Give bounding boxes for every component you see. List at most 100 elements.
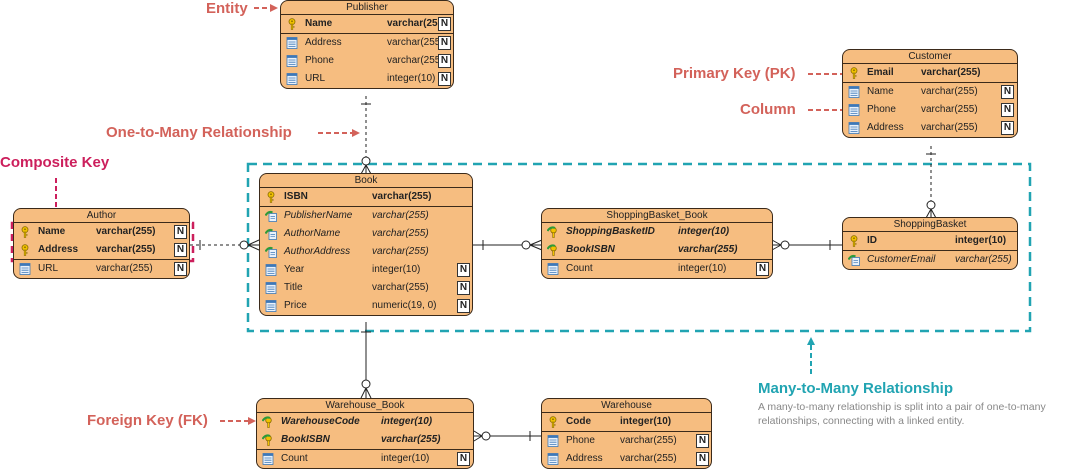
column-icon xyxy=(265,264,277,276)
column-icon xyxy=(848,86,860,98)
nullable-badge: N xyxy=(1001,103,1014,117)
column-icon xyxy=(265,300,277,312)
column-type: varchar(255) xyxy=(372,282,429,293)
column-type: varchar(255) xyxy=(387,18,447,29)
column-name: Title xyxy=(284,282,303,293)
column-type: integer(10) xyxy=(678,226,730,237)
book-basketbook-connector xyxy=(473,239,543,251)
column-type: varchar(255) xyxy=(387,55,444,66)
column-type: varchar(255) xyxy=(678,244,738,255)
book-warehousebook-connector xyxy=(360,322,372,399)
column-name: WarehouseCode xyxy=(281,416,360,427)
column-name: URL xyxy=(38,263,59,274)
nullable-badge: N xyxy=(438,36,451,50)
warehouse-warehousebook-connector xyxy=(473,430,542,442)
column-type: integer(10) xyxy=(372,264,421,275)
column-type: integer(10) xyxy=(620,416,672,427)
column-name: Year xyxy=(284,264,305,275)
many-to-many-label: Many-to-Many Relationship xyxy=(758,380,954,397)
column-type: integer(10) xyxy=(381,453,430,464)
column-name: BookISBN xyxy=(566,244,615,255)
column-type: varchar(255) xyxy=(620,435,677,446)
customer-basket-connector xyxy=(925,146,937,219)
column-row[interactable]: ID integer(10) xyxy=(843,232,1017,251)
nullable-badge: N xyxy=(438,17,451,31)
entity-title: Warehouse xyxy=(542,399,711,413)
composite-key-label: Composite Key xyxy=(0,154,110,171)
entity-title: ShoppingBasket_Book xyxy=(542,209,772,223)
column-icon xyxy=(547,263,559,275)
nullable-badge: N xyxy=(756,262,769,276)
nullable-badge: N xyxy=(174,225,187,239)
nullable-badge: N xyxy=(696,434,709,448)
column-row[interactable]: ShoppingBasketID integer(10) xyxy=(542,223,772,241)
nullable-badge: N xyxy=(174,262,187,276)
foreign-key-icon xyxy=(265,228,277,240)
column-icon xyxy=(262,453,274,465)
column-row[interactable]: BookISBN varchar(255) xyxy=(542,241,772,260)
column-label: Column xyxy=(740,101,796,118)
column-name: Address xyxy=(38,244,79,255)
column-name: Code xyxy=(566,416,591,427)
nullable-badge: N xyxy=(457,452,470,466)
foreign-key-icon xyxy=(265,210,277,222)
entity-title: Warehouse_Book xyxy=(257,399,473,413)
column-type: integer(10) xyxy=(678,263,727,274)
column-type: varchar(255) xyxy=(921,104,978,115)
column-type: varchar(255) xyxy=(372,246,429,257)
column-name: URL xyxy=(305,73,326,84)
column-name: Count xyxy=(281,453,308,464)
column-name: ID xyxy=(867,235,877,246)
column-row[interactable]: Code integer(10) xyxy=(542,413,711,432)
column-icon xyxy=(265,282,277,294)
column-type: numeric(19, 0) xyxy=(372,300,437,311)
nullable-badge: N xyxy=(438,72,451,86)
column-type: varchar(255) xyxy=(921,122,978,133)
column-type: integer(10) xyxy=(955,235,1007,246)
entity-label: Entity xyxy=(206,0,248,17)
one-to-many-label: One-to-Many Relationship xyxy=(106,124,292,141)
column-type: varchar(255) xyxy=(372,191,432,202)
column-name: Name xyxy=(38,226,66,237)
column-name: ShoppingBasketID xyxy=(566,226,655,237)
column-type: varchar(255) xyxy=(921,86,978,97)
column-type: varchar(255) xyxy=(96,226,156,237)
column-row[interactable]: Count integer(10) N xyxy=(257,450,473,468)
foreign-key-icon xyxy=(265,246,277,258)
foreign-key-icon xyxy=(848,254,860,266)
column-name: AuthorName xyxy=(284,228,341,239)
column-row[interactable]: Name varchar(255) N xyxy=(14,223,189,241)
nullable-badge: N xyxy=(174,243,187,257)
